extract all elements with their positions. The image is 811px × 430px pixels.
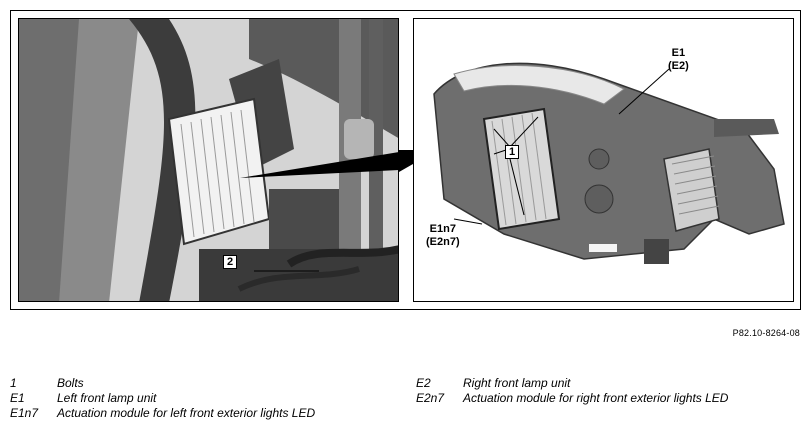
callout-lamp-unit-line2: (E2) [668, 60, 689, 72]
legend-item: 1 Bolts [10, 376, 315, 391]
legend-item: E1n7 Actuation module for left front exte… [10, 406, 315, 421]
legend-text: Actuation module for right front exterio… [463, 391, 729, 405]
legend-left: 1 Bolts E1 Left front lamp unit E1n7 Actuat… [10, 376, 315, 421]
legend-key: E1 [10, 391, 25, 405]
engine-bay-image: 2 [18, 18, 399, 302]
callout-module-line2: (E2n7) [426, 236, 460, 248]
legend-text: Right front lamp unit [463, 376, 571, 390]
engine-bay-illustration [19, 19, 398, 301]
legend-text: Left front lamp unit [57, 391, 157, 405]
callout-lamp-unit: E1 (E2) [668, 47, 689, 73]
callout-actuation-module: E1n7 (E2n7) [426, 223, 460, 249]
legend-key: E2n7 [416, 391, 445, 405]
legend-item: E1 Left front lamp unit [10, 391, 315, 406]
legend-text: Bolts [57, 376, 84, 390]
callout-bolts-right: 1 [505, 145, 520, 159]
legend-key: 1 [10, 376, 17, 390]
legend-text: Actuation module for left front exterior… [57, 406, 316, 420]
callout-bolts-left: 2 [223, 255, 238, 269]
legend-item: E2n7 Actuation module for right front ext… [416, 391, 728, 406]
headlamp-detail-image: E1 (E2) 1 E1n7 (E2n7) [413, 18, 794, 302]
callout-module-line1: E1n7 [429, 223, 456, 235]
legend-right: E2 Right front lamp unit E2n7 Actuation mo… [416, 376, 728, 406]
headlamp-illustration [414, 19, 793, 301]
legend-item: E2 Right front lamp unit [416, 376, 728, 391]
figure-reference-code: P82.10-8264-08 [732, 328, 800, 338]
legend-key: E2 [416, 376, 431, 390]
callout-lamp-unit-line1: E1 [671, 47, 686, 59]
legend-key: E1n7 [10, 406, 39, 420]
